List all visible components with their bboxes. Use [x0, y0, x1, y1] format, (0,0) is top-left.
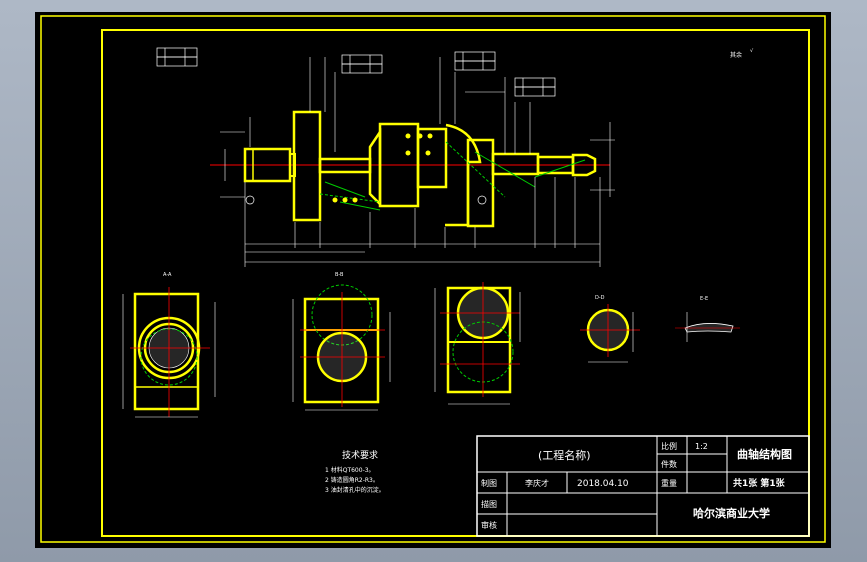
tech-requirement-item: 2 铸造圆角R2-R3。 [325, 476, 379, 484]
drawing-sheet: 其余 √ [35, 12, 831, 548]
weight-label: 重量 [661, 478, 677, 488]
tech-requirement-item: 3 油封清孔中的沉淀。 [325, 486, 385, 494]
outer-frame [40, 15, 826, 543]
qty-label: 件数 [661, 459, 677, 469]
cad-canvas: 其余 √ [40, 15, 826, 543]
section-d-label: D-D [595, 295, 605, 301]
inner-frame [101, 29, 810, 537]
oil-holes [332, 133, 433, 203]
section-b-label: B-B [335, 272, 344, 278]
right-crank-web [445, 123, 482, 227]
scale-value: 1:2 [695, 442, 708, 451]
section-a-view: A-A [122, 272, 216, 418]
section-d-view: D-D [580, 295, 640, 363]
project-name: (工程名称) [538, 448, 591, 462]
tech-requirements-title: 技术要求 [342, 449, 378, 461]
university-name: 哈尔滨商业大学 [693, 506, 770, 520]
scale-label: 比例 [661, 441, 677, 451]
tech-requirement-item: 1 材料QT600-3。 [325, 466, 375, 474]
check-label: 描图 [481, 499, 497, 509]
drawing-date: 2018.04.10 [577, 479, 629, 489]
roughness-note: 其余 [730, 51, 742, 59]
section-a-label: A-A [163, 272, 172, 278]
left-crank-web [292, 110, 322, 222]
crankshaft-main-view [156, 47, 615, 267]
drawn-label: 制图 [481, 478, 497, 488]
roughness-symbol-text: √ [750, 48, 754, 54]
drawing-title: 曲轴结构图 [737, 447, 792, 461]
section-e-label: E-E [700, 296, 708, 302]
right-shaft-end [571, 153, 597, 177]
drawn-by: 李庆才 [525, 478, 549, 488]
tech-requirements: 技术要求 1 材料QT600-3。 2 铸造圆角R2-R3。 3 油封清孔中的沉… [325, 449, 385, 494]
section-b-view: B-B [292, 272, 391, 411]
tolerance-frames [156, 47, 556, 205]
section-c-view [434, 282, 521, 405]
review-label: 审核 [481, 520, 497, 530]
right-journal [491, 152, 540, 176]
section-e-view: E-E [675, 296, 740, 342]
title-block: (工程名称) 比例 1:2 件数 曲轴结构图 制图 李庆才 2018.04.10… [476, 435, 810, 537]
dimension-lines [220, 57, 615, 267]
sheet-count: 共1张 第1张 [733, 477, 786, 489]
